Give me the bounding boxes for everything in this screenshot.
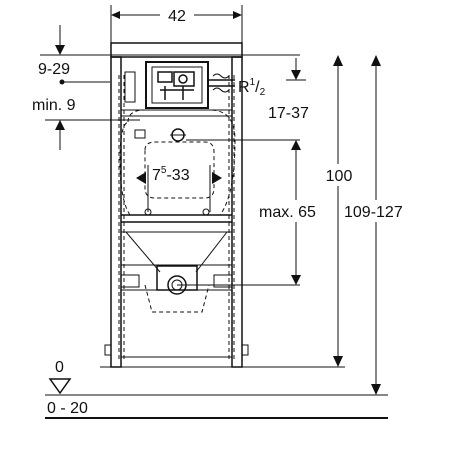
frame-inner-rails (118, 75, 235, 360)
frame-height-label: 100 (326, 168, 353, 185)
lower-frame (120, 231, 233, 291)
flush-span-label: 75-33 (152, 165, 190, 184)
total-height-label: 109-127 (344, 204, 403, 221)
left-offset-dimensions: 9-29 min. 9 (32, 25, 140, 150)
frame-uprights (100, 56, 250, 368)
total-height-dimension: 109-127 (342, 55, 418, 395)
wc-bowl-outline (119, 109, 300, 216)
mounting-bar (121, 214, 232, 223)
cistern-valve-box (145, 61, 209, 109)
connection-height-label: 17-37 (268, 105, 309, 122)
max-height-dimension: max. 65 (256, 140, 334, 285)
upper-frame-details (121, 71, 232, 117)
flush-span-dimension: 75-33 (136, 164, 222, 216)
connection-height-dimension: 17-37 (268, 58, 309, 122)
frame-top-cap (40, 42, 300, 58)
pipe-thread-label: R1/2 (238, 77, 266, 98)
floor-level-label: 0 (55, 359, 64, 376)
width-dimension: 42 (110, 5, 243, 52)
floor-range-label: 0 - 20 (47, 400, 88, 417)
floor-level: 0 0 - 20 (45, 359, 388, 419)
offset-range-label: 9-29 (38, 61, 70, 78)
water-connection: R1/2 (208, 73, 266, 98)
max-height-label: max. 65 (259, 204, 316, 221)
frame-height-dimension: 100 (250, 55, 356, 368)
drain-connection (144, 265, 300, 313)
min-offset-label: min. 9 (32, 97, 76, 114)
width-label: 42 (168, 8, 186, 25)
